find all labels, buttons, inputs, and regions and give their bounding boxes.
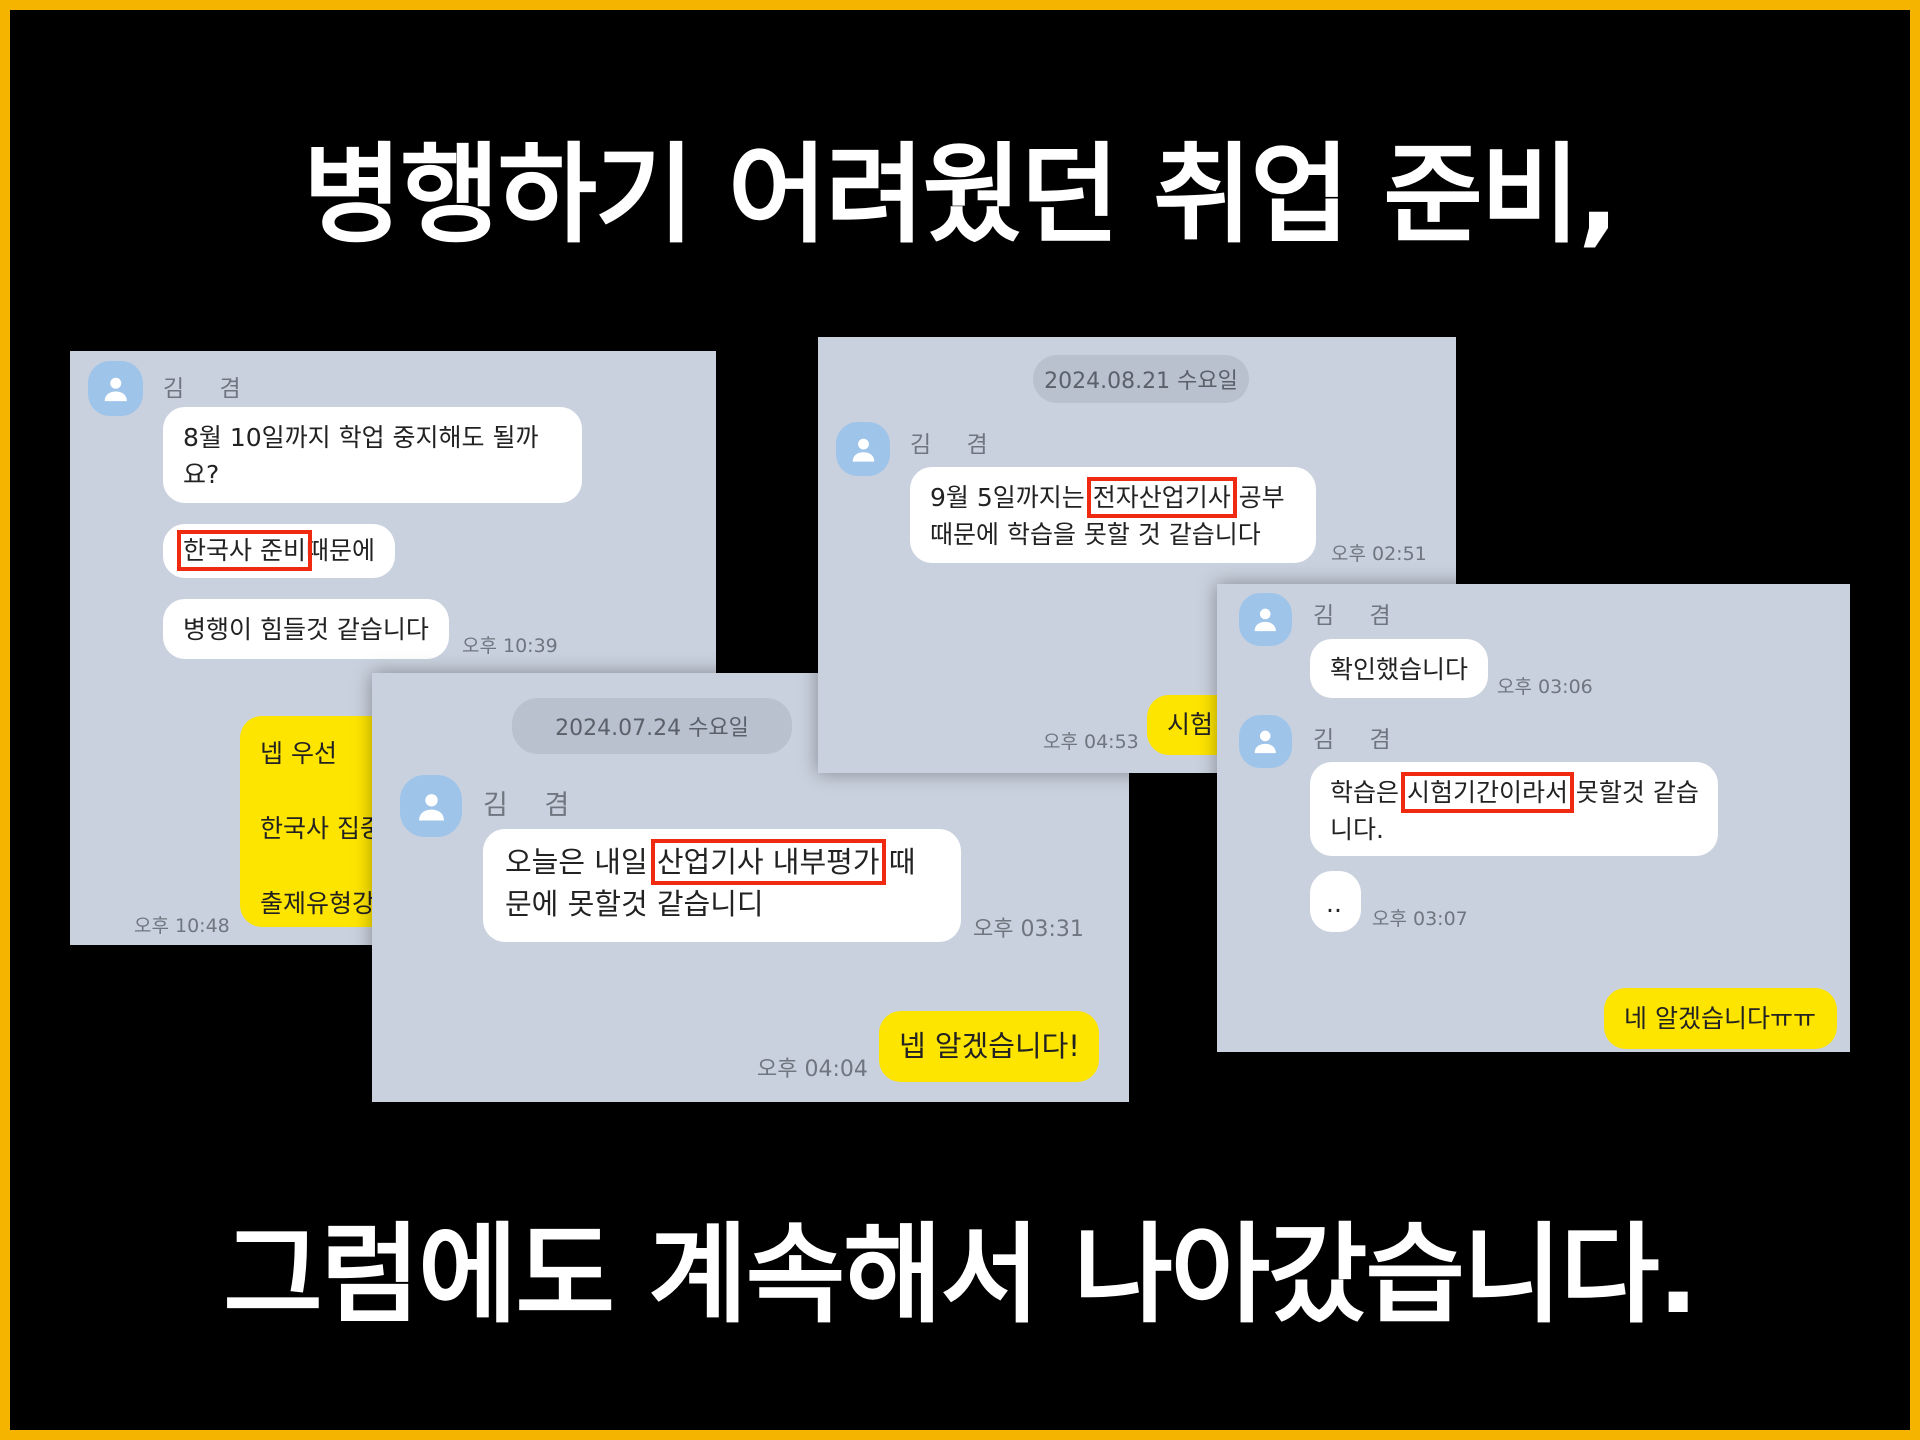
message-bubble: ..: [1310, 871, 1361, 932]
timestamp: 오후 04:53: [1043, 731, 1139, 753]
highlight-box: 전자산업기사: [1086, 477, 1237, 518]
sender-name: 김 겸: [1313, 603, 1405, 629]
user-icon: [104, 377, 127, 401]
user-icon: [1254, 730, 1277, 754]
avatar: [1239, 715, 1292, 768]
user-icon: [418, 793, 444, 820]
message-bubble: 확인했습니다: [1310, 639, 1489, 698]
user-icon: [1254, 608, 1277, 632]
chat-screenshot-4: 김 겸 확인했습니다 오후 03:06 김 겸 학습은 시험기간이라서 못할것 …: [1217, 584, 1850, 1052]
sender-name: 김 겸: [1313, 727, 1405, 753]
timestamp: 오후 10:39: [462, 635, 558, 657]
my-message-bubble: 넵 알겠습니다!: [879, 1011, 1099, 1082]
sender-name: 김 겸: [163, 376, 255, 402]
timestamp: 오후 02:51: [1331, 543, 1427, 565]
sender-name: 김 겸: [483, 790, 584, 821]
timestamp: 오후 10:48: [134, 915, 230, 937]
my-message-bubble: 네 알겠습니다ㅠㅠ: [1604, 988, 1837, 1049]
headline-bottom: 그럼에도 계속해서 나아갔습니다.: [223, 1213, 1698, 1338]
headline-top: 병행하기 어려웠던 취업 준비,: [302, 133, 1619, 258]
sender-name: 김 겸: [910, 432, 1002, 458]
avatar: [1239, 593, 1292, 646]
highlight-box: 산업기사 내부평가: [650, 839, 886, 885]
highlight-box: 시험기간이라서: [1400, 772, 1574, 813]
user-icon: [852, 438, 874, 462]
date-divider: 2024.07.24 수요일: [512, 698, 792, 754]
message-bubble: 한국사 준비때문에: [163, 524, 395, 578]
highlight-box: 한국사 준비: [177, 530, 312, 571]
avatar: [836, 422, 890, 476]
timestamp: 오후 03:07: [1372, 908, 1468, 930]
timestamp: 오후 03:06: [1497, 676, 1593, 698]
date-divider: 2024.08.21 수요일: [1033, 355, 1249, 403]
avatar: [400, 775, 462, 837]
message-bubble: 병행이 힘들것 같습니다: [163, 599, 449, 659]
timestamp: 오후 03:31: [973, 917, 1084, 942]
timestamp: 오후 04:04: [757, 1057, 868, 1082]
avatar: [88, 361, 143, 416]
